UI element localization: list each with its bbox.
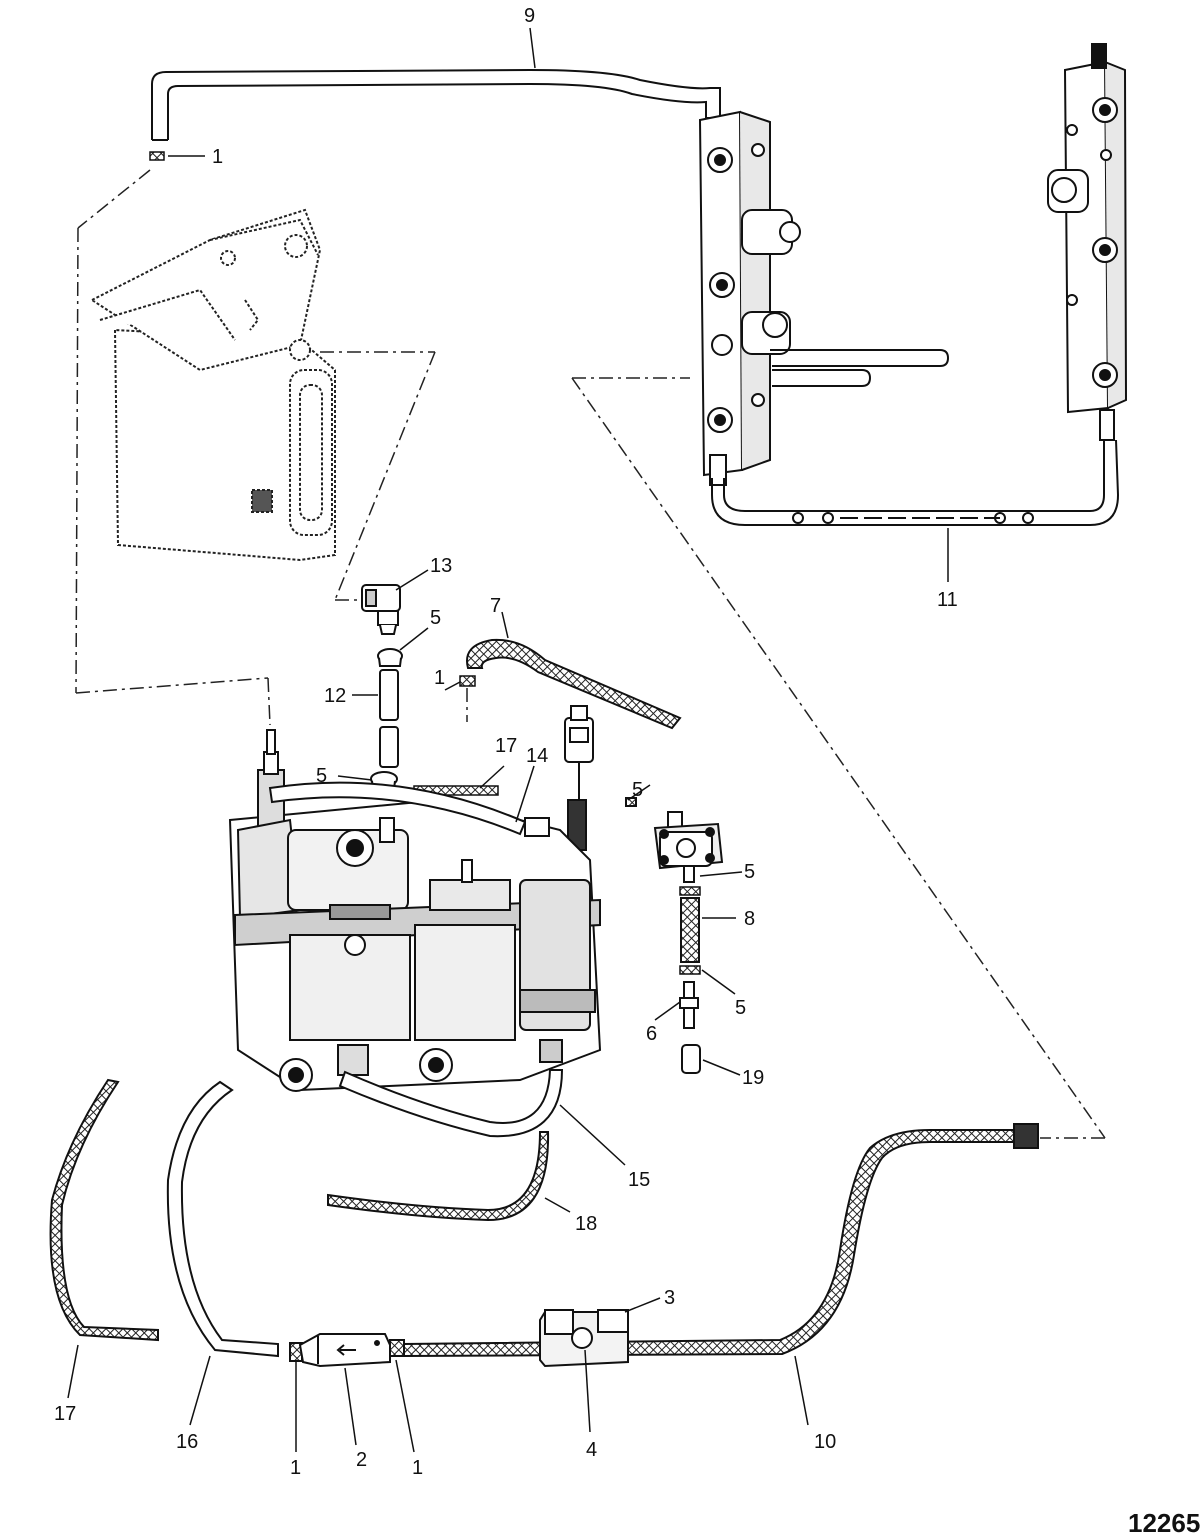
vent-hose (379, 669, 399, 768)
module-outlet-hose (338, 1069, 564, 1138)
tube-fitting-top (149, 151, 165, 161)
hose-bracket (539, 1309, 629, 1368)
inline-fuel-filter (289, 1333, 405, 1368)
callout-5-right-a: 5 (744, 861, 755, 883)
high-pressure-pump (625, 797, 724, 883)
fuel-supply-module (228, 729, 602, 1092)
braided-hose-8 (680, 897, 700, 963)
braided-hose-17-long (49, 1078, 159, 1342)
braided-fuel-hose-7 (466, 638, 682, 730)
fuel-rail-left (698, 110, 801, 486)
cap-19 (681, 1044, 701, 1074)
callout-1-mid: 1 (434, 667, 445, 689)
clamp-5-right-b (679, 965, 701, 975)
braided-hose-18 (327, 1131, 550, 1222)
figure-number: 12265 (1128, 1508, 1200, 1538)
clamp-5-right-a (679, 886, 701, 896)
callout-3: 3 (664, 1287, 675, 1309)
callout-4: 4 (586, 1439, 597, 1461)
fitting-mid (459, 675, 476, 687)
fuel-rail-right (1047, 43, 1128, 441)
fuel-rail-supply-tube (151, 68, 721, 141)
rail-crossover-tube (711, 439, 1120, 526)
callout-5-upper: 5 (430, 607, 441, 629)
hose-clamp-upper (377, 648, 403, 667)
hose-16 (166, 1080, 279, 1358)
leader-lines (67, 27, 949, 1453)
vapor-separator-tank (89, 208, 336, 562)
callout-11: 11 (937, 589, 958, 611)
callout-18: 18 (575, 1213, 597, 1235)
callout-1-br: 1 (412, 1457, 423, 1479)
callout-12: 12 (324, 685, 346, 707)
hose-end-fitting (1013, 1123, 1039, 1149)
alignment-lines (75, 169, 1106, 1139)
callout-13: 13 (430, 555, 452, 577)
callout-17-left: 17 (54, 1403, 76, 1425)
callout-19: 19 (742, 1067, 764, 1089)
callout-14: 14 (526, 745, 548, 767)
callout-7: 7 (490, 595, 501, 617)
callout-9: 9 (524, 5, 535, 27)
callout-5-right-b: 5 (735, 997, 746, 1019)
callout-5-clamp: 5 (316, 765, 327, 787)
callout-1-top: 1 (212, 146, 223, 168)
callout-2: 2 (356, 1449, 367, 1471)
elbow-fitting (361, 584, 401, 635)
electrical-connector (564, 705, 594, 851)
braided-supply-hose-10 (403, 1129, 1016, 1358)
barbed-fitting-6 (679, 981, 699, 1029)
callout-10: 10 (814, 1431, 836, 1453)
callout-15: 15 (628, 1169, 650, 1191)
callout-17-mid: 17 (495, 735, 517, 757)
callout-5-pump: 5 (632, 779, 643, 801)
rail-cross-tube (770, 349, 950, 387)
module-elbow (524, 817, 550, 837)
callout-8: 8 (744, 908, 755, 930)
callouts: 9 1 11 13 5 7 1 12 17 5 14 5 5 8 5 6 19 … (54, 5, 958, 1479)
callout-16: 16 (176, 1431, 198, 1453)
callout-1-bl: 1 (290, 1457, 301, 1479)
module-top-hose (268, 781, 527, 836)
callout-6: 6 (646, 1023, 657, 1045)
